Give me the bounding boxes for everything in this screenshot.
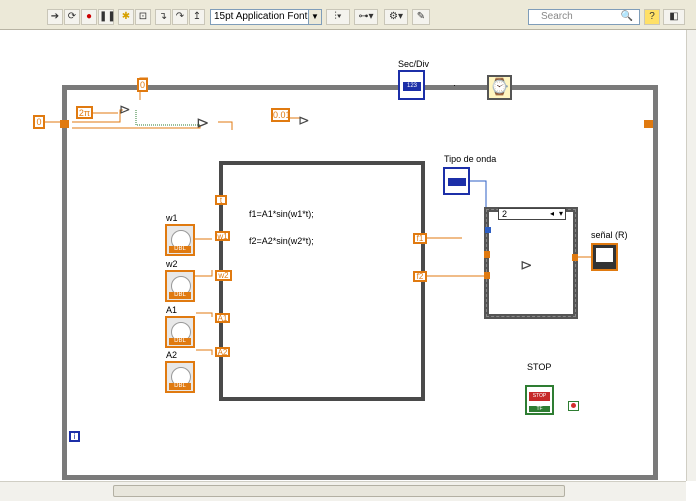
search-icon[interactable]: 🔍 (620, 11, 634, 22)
chevron-left-icon: ◂ (549, 209, 554, 218)
multiply-node[interactable]: ⊳ (196, 115, 210, 132)
wait-timer-icon[interactable]: ⌚ (487, 75, 512, 100)
loop-condition-terminal[interactable] (568, 401, 579, 411)
context-help-icon[interactable]: ? (644, 9, 660, 25)
knob-a2-label: A2 (166, 350, 178, 360)
run-continuous-icon[interactable]: ⟳ (64, 9, 80, 25)
case-selector-terminal[interactable] (485, 227, 491, 233)
case-input-tunnel-2[interactable] (484, 272, 490, 279)
shift-register-left[interactable] (60, 120, 69, 128)
font-selector[interactable]: 15pt Application Font▼ (210, 9, 322, 25)
stop-button-terminal[interactable]: STOP TF (525, 385, 554, 415)
waveform-chart-indicator[interactable] (591, 243, 618, 271)
shift-register-right[interactable] (644, 120, 653, 128)
formula-node[interactable]: f1=A1*sin(w1*t); f2=A2*sin(w2*t); (219, 161, 425, 401)
highlight-execution-icon[interactable]: ✱ (118, 9, 134, 25)
distribute-objects-icon[interactable]: ⊶▾ (354, 9, 378, 25)
dbl-glyph: DBL (169, 246, 191, 253)
formula-input-a2[interactable]: A2 (215, 347, 230, 357)
sec-div-label: Sec/Div (398, 59, 430, 69)
dbl-glyph: DBL (169, 383, 191, 390)
formula-input-a1[interactable]: A1 (215, 313, 230, 323)
waveform-chart-label: señal (R) (591, 230, 628, 240)
knob-a1[interactable]: DBL (165, 316, 195, 348)
stop-label: STOP (527, 362, 552, 372)
toolbar: ➔ ⟳ ● ❚❚ ✱ ⊡ ↴ ↷ ↥ 15pt Application Font… (0, 6, 696, 30)
clean-up-diagram-icon[interactable]: ✎ (412, 9, 430, 25)
reorder-icon[interactable]: ⚙▾ (384, 9, 408, 25)
knob-w1-label: w1 (166, 213, 178, 223)
formula-line-1: f1=A1*sin(w1*t); (249, 209, 314, 219)
horizontal-scrollbar[interactable] (0, 481, 686, 501)
dbl-glyph: DBL (169, 292, 191, 299)
chevron-down-icon: ▼ (308, 10, 321, 24)
knob-w1[interactable]: DBL (165, 224, 195, 256)
constant-zero[interactable]: 0 (33, 115, 45, 129)
search-input[interactable]: Search (528, 9, 640, 25)
formula-input-t[interactable]: t (215, 195, 227, 205)
knob-a2[interactable]: DBL (165, 361, 195, 393)
boolean-type-glyph: TF (529, 406, 550, 412)
vi-icon[interactable]: ◧ (663, 9, 685, 25)
align-objects-icon[interactable]: ⫶▾ (326, 9, 350, 25)
knob-w2-label: w2 (166, 259, 178, 269)
constant-dt[interactable]: 0.01 (271, 108, 291, 122)
formula-input-w1[interactable]: w1 (215, 231, 230, 241)
font-selector-value: 15pt Application Font (214, 11, 308, 22)
tipo-de-onda-label: Tipo de onda (444, 154, 497, 164)
stop-button-glyph: STOP (529, 392, 550, 401)
case-input-tunnel-1[interactable] (484, 251, 490, 258)
tipo-de-onda-control[interactable] (443, 167, 470, 195)
retain-wire-values-icon[interactable]: ⊡ (135, 9, 151, 25)
case-selector-value: 2 (502, 209, 508, 219)
block-diagram[interactable]: 0 2π 0 ⊳ ⊳ 0.01 ⊳ Sec/Div 123 · ⌚ f1=A1*… (0, 30, 686, 481)
add-node[interactable]: ⊳ (298, 112, 310, 128)
formula-output-f1[interactable]: f1 (413, 233, 427, 244)
step-over-icon[interactable]: ↷ (172, 9, 188, 25)
while-loop[interactable] (62, 85, 658, 480)
step-into-icon[interactable]: ↴ (155, 9, 171, 25)
numeric-terminal-glyph: 123 (403, 82, 421, 91)
multiply-node-case[interactable]: ⊳ (520, 257, 533, 274)
pause-icon[interactable]: ❚❚ (98, 9, 116, 25)
formula-line-2: f2=A2*sin(w2*t); (249, 236, 314, 246)
context-help-glyph: ? (649, 11, 655, 22)
iteration-terminal[interactable]: i (69, 431, 80, 442)
constant-top[interactable]: 0 (137, 78, 148, 92)
case-output-tunnel[interactable] (572, 254, 578, 261)
dbl-glyph: DBL (169, 338, 191, 345)
abort-icon[interactable]: ● (81, 9, 97, 25)
vertical-scrollbar[interactable] (686, 30, 696, 481)
horizontal-scrollbar-thumb[interactable] (113, 485, 565, 497)
chevron-down-icon: ▾ (558, 209, 563, 218)
wire-dot: · (453, 80, 456, 90)
sec-div-control[interactable]: 123 (398, 70, 425, 100)
knob-w2[interactable]: DBL (165, 270, 195, 302)
chart-icon (596, 248, 613, 262)
formula-input-w2[interactable]: w2 (215, 270, 232, 281)
search-placeholder: Search (541, 11, 573, 22)
formula-output-f2[interactable]: f2 (413, 271, 427, 282)
constant-two-pi[interactable]: 2π (76, 106, 93, 119)
run-arrow-icon[interactable]: ➔ (47, 9, 63, 25)
stop-condition-icon (571, 403, 576, 408)
enum-terminal-icon (448, 178, 466, 186)
case-selector[interactable]: 2 ◂ ▾ (498, 208, 566, 220)
menu-bar (0, 0, 696, 6)
step-out-icon[interactable]: ↥ (189, 9, 205, 25)
divide-node[interactable]: ⊳ (119, 101, 131, 117)
knob-a1-label: A1 (166, 305, 178, 315)
